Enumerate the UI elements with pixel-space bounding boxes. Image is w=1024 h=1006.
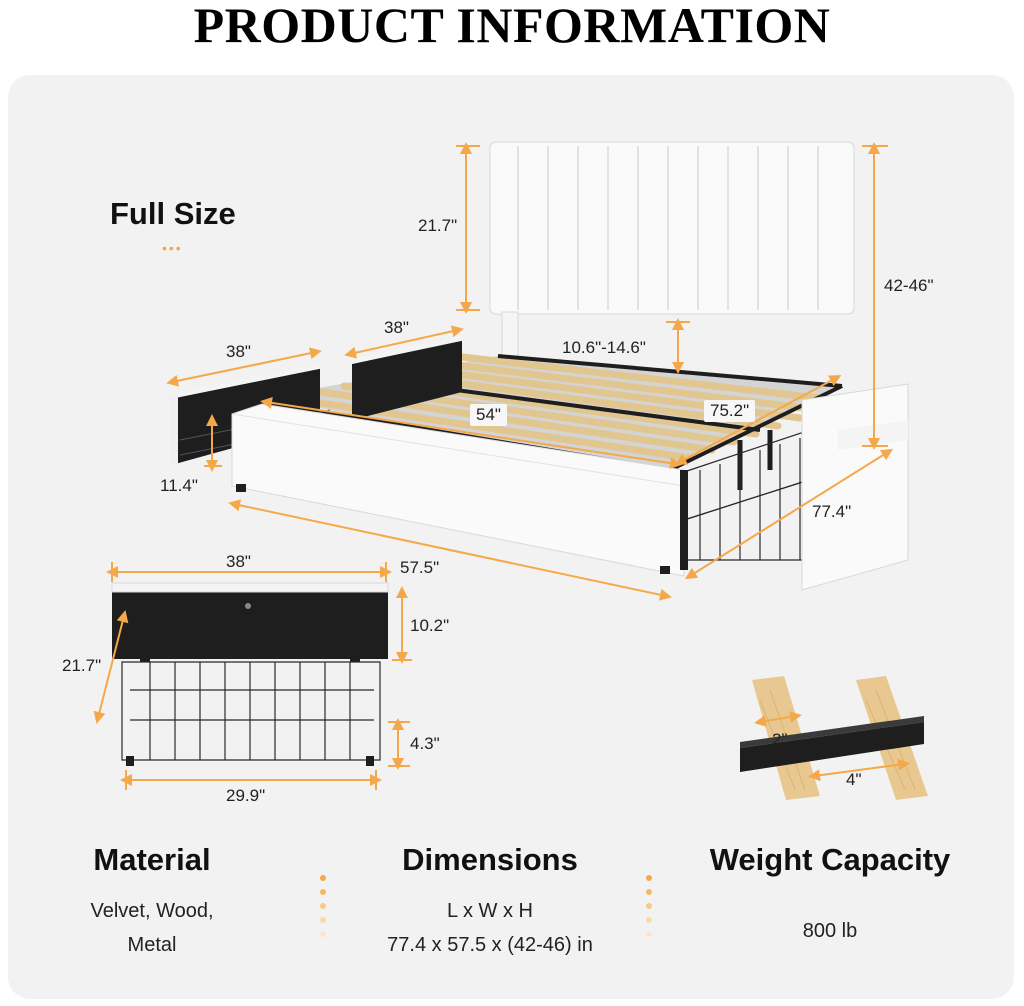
dim-drawer-width-back: 38" xyxy=(384,318,409,337)
footboard-panel xyxy=(801,383,909,591)
material-value: Velvet, Wood, Metal xyxy=(30,894,274,962)
dimensions-line2: 77.4 x 57.5 x (42-46) in xyxy=(387,934,593,956)
dim-clearance: 10.6"-14.6" xyxy=(562,338,646,357)
page-title: PRODUCT INFORMATION xyxy=(193,0,831,53)
dim-drawer-length: 38" xyxy=(226,552,251,571)
dim-drawer-width-left: 38" xyxy=(226,342,251,361)
dim-drawer-front-height: 10.2" xyxy=(410,616,450,635)
divider-dots-left xyxy=(320,875,326,937)
dim-side-rail-height: 11.4" xyxy=(160,476,198,495)
divider-dots-right xyxy=(646,875,652,937)
dim-total-height: 42-46" xyxy=(884,276,934,295)
headboard xyxy=(489,141,855,363)
dim-headboard-height: 21.7" xyxy=(418,216,458,235)
drawer-detail xyxy=(111,582,389,766)
size-label: Full Size xyxy=(110,196,236,231)
dimensions-value: L x W x H 77.4 x 57.5 x (42-46) in xyxy=(340,894,640,962)
dim-slat-width: 2" xyxy=(772,730,788,749)
weight-value: 800 lb xyxy=(802,920,858,942)
slat-detail xyxy=(740,676,928,800)
dimensions-title: Dimensions xyxy=(402,842,578,877)
size-dots: ••• xyxy=(162,240,183,256)
weight-title: Weight Capacity xyxy=(709,842,951,877)
dimensions-line1: L x W x H xyxy=(447,900,533,922)
dim-slat-gap: 4" xyxy=(846,770,862,789)
material-line2: Metal xyxy=(127,934,177,956)
dim-basket-height: 4.3" xyxy=(410,734,440,753)
dim-drawer-depth: 21.7" xyxy=(62,656,102,675)
dim-inner-width: 54" xyxy=(470,404,507,426)
dim-bed-length: 77.4" xyxy=(812,502,852,521)
dim-bed-width: 57.5" xyxy=(400,558,440,577)
dim-basket-width: 29.9" xyxy=(226,786,266,805)
material-line1: Velvet, Wood, xyxy=(90,900,214,922)
dim-inner-length: 75.2" xyxy=(704,400,756,422)
material-title: Material xyxy=(93,842,211,877)
